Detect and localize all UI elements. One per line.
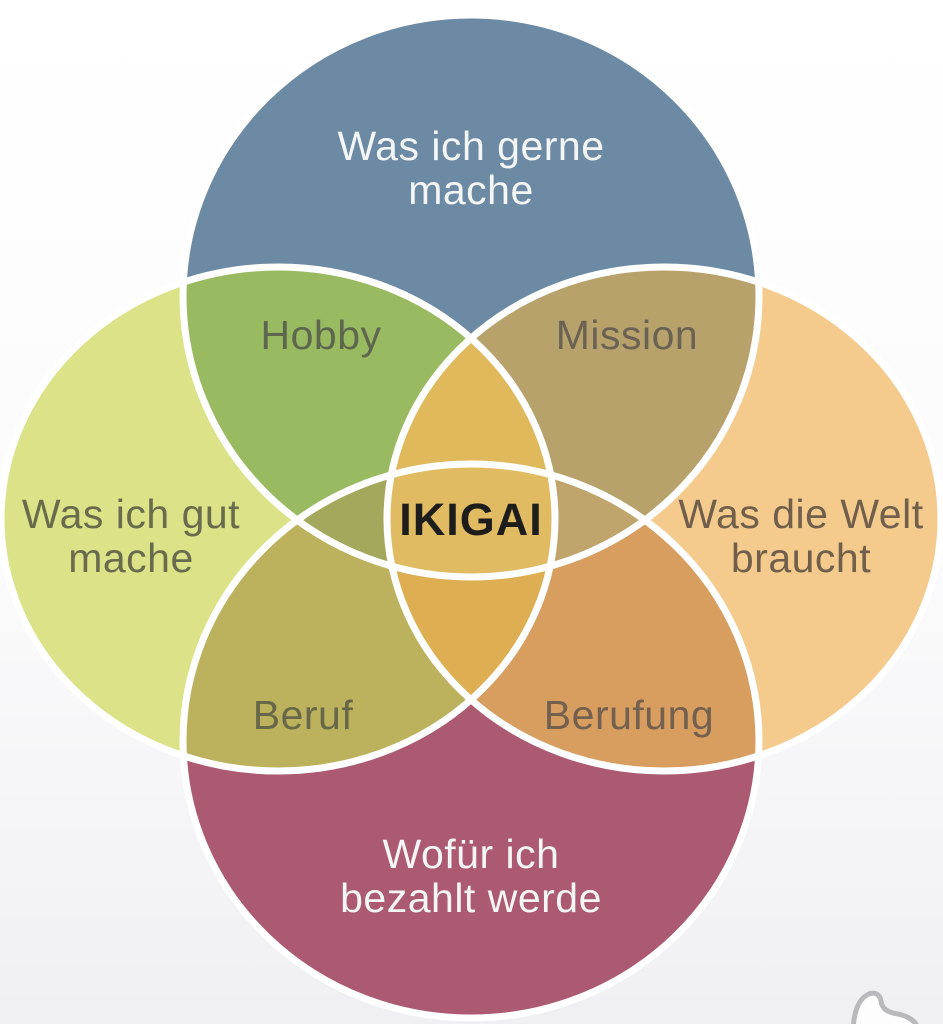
label-left-line1: Was ich gut [22, 491, 240, 537]
label-bottom-line2: bezahlt werde [340, 875, 602, 921]
label-left-line2: mache [68, 535, 194, 581]
outline-left-circle [0, 263, 559, 775]
label-right-line1: Was die Welt [678, 491, 923, 537]
label-top-line2: mache [408, 167, 534, 213]
thumbs-up-icon [850, 990, 919, 1024]
outline-bottom-circle [179, 460, 763, 1022]
label-berufung: Berufung [544, 692, 714, 738]
outline-top-circle [179, 11, 763, 581]
label-beruf: Beruf [253, 692, 354, 738]
outline-right-circle [383, 263, 943, 775]
label-top-line1: Was ich gerne [337, 123, 604, 169]
label-ikigai: IKIGAI [399, 494, 543, 545]
label-bottom-line1: Wofür ich [383, 831, 560, 877]
label-hobby: Hobby [260, 312, 381, 358]
label-right-line2: braucht [731, 535, 871, 581]
label-mission: Mission [556, 312, 698, 358]
